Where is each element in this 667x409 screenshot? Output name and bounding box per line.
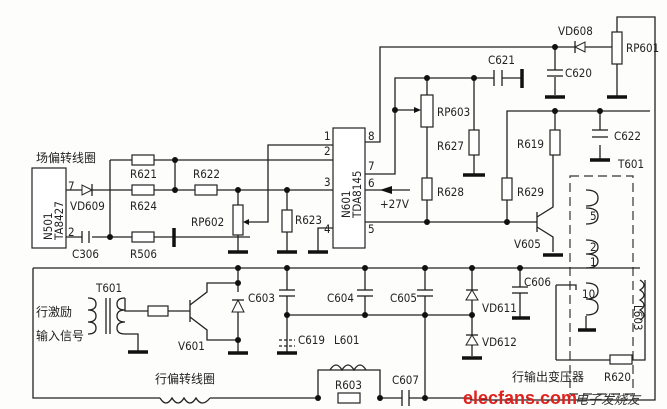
label-r506: R506 xyxy=(130,247,157,261)
resistor-r603 xyxy=(337,392,361,404)
diode-vd611 xyxy=(465,289,479,301)
watermark-brand: elecfans.com xyxy=(463,388,577,408)
inductor-l603 xyxy=(638,279,645,321)
transformer-windings xyxy=(585,189,599,316)
drive-input-label-2: 输入信号 xyxy=(36,328,84,343)
label-c606: C606 xyxy=(524,275,551,289)
label-c603: C603 xyxy=(248,291,275,305)
winding-pin: 2 xyxy=(590,240,597,254)
label-c607: C607 xyxy=(392,373,419,387)
resistor-r622 xyxy=(194,184,218,196)
pin-label: 8 xyxy=(368,129,375,143)
transistor-v605 xyxy=(536,155,554,252)
label-l603: L603 xyxy=(631,305,645,331)
ic-n501 xyxy=(31,167,67,249)
winding-pin: 10 xyxy=(582,287,595,301)
label-c620: C620 xyxy=(565,66,592,80)
pin-label: 6 xyxy=(368,176,375,190)
resistor-r628 xyxy=(421,177,433,201)
resistor-r623 xyxy=(281,209,293,233)
label-r620: R620 xyxy=(604,370,631,384)
potentiometer-rp603 xyxy=(420,94,434,128)
label-r623: R623 xyxy=(295,213,322,227)
label-rp602: RP602 xyxy=(191,215,224,229)
label-vd609: VD609 xyxy=(70,199,105,213)
label-t601-out: T601 xyxy=(617,157,644,171)
diode-vd609 xyxy=(81,184,94,196)
label-c619: C619 xyxy=(298,333,325,347)
label-r624: R624 xyxy=(130,199,157,213)
watermark-tagline: 电子发烧友 xyxy=(575,393,642,408)
label-t601-in: T601 xyxy=(95,281,122,295)
diode-vd612 xyxy=(465,334,479,346)
pin-label: 7 xyxy=(68,179,75,193)
inductor-l601 xyxy=(317,364,381,398)
pin-label: 3 xyxy=(324,175,331,189)
pin-label: 5 xyxy=(368,222,375,236)
flyback-label: 行输出变压器 xyxy=(512,369,584,384)
pin-label: 4 xyxy=(324,222,331,236)
resistor-r624 xyxy=(131,184,155,196)
label-rp601: RP601 xyxy=(626,41,659,55)
winding-pin: 5 xyxy=(590,209,597,223)
resistor-r619 xyxy=(549,129,561,156)
horizontal-coil-label: 行偏转线圈 xyxy=(155,371,215,386)
pin-label: 7 xyxy=(368,159,375,173)
pin-label: 2 xyxy=(324,144,331,158)
label-r621: R621 xyxy=(130,167,157,181)
label-v601: V601 xyxy=(178,339,205,353)
label-r628: R628 xyxy=(437,185,464,199)
potentiometer-rp601 xyxy=(611,31,623,65)
n601-part: TDA8145 xyxy=(350,171,364,219)
label-r622: R622 xyxy=(193,167,220,181)
resistor-r627 xyxy=(468,129,480,156)
ic-n601 xyxy=(332,127,366,249)
n501-part: TA8427 xyxy=(52,201,66,241)
label-vd608: VD608 xyxy=(558,24,593,38)
potentiometer-rp602 xyxy=(232,204,244,236)
label-r629: R629 xyxy=(517,185,544,199)
damper-diode xyxy=(231,298,245,313)
label-l601: L601 xyxy=(334,333,360,347)
pin-label: 2 xyxy=(68,225,75,239)
transistor-v601 xyxy=(168,282,238,341)
label-r627: R627 xyxy=(437,139,464,153)
label-c621: C621 xyxy=(488,53,515,67)
label-c622: C622 xyxy=(614,129,641,143)
label-vd611: VD611 xyxy=(482,301,517,315)
label-r603: R603 xyxy=(335,378,362,392)
label-vd612: VD612 xyxy=(482,335,517,349)
label-c605: C605 xyxy=(390,291,417,305)
label-r619: R619 xyxy=(517,137,544,151)
label-c604: C604 xyxy=(327,291,354,305)
resistor-input xyxy=(147,305,169,317)
supply-label: +27V xyxy=(380,197,409,211)
winding-pin: 1 xyxy=(590,255,597,269)
n501-ref: N501 xyxy=(41,213,55,240)
drive-transformer-t601 xyxy=(87,297,148,352)
resistor-r620 xyxy=(609,354,633,365)
resistor-r621 xyxy=(131,154,155,166)
resistor-r506 xyxy=(131,231,155,243)
drive-input-label: 行激励 xyxy=(36,305,72,319)
label-rp603: RP603 xyxy=(437,105,470,119)
resistor-r629 xyxy=(501,177,513,201)
horizontal-deflection-coil xyxy=(159,396,211,404)
diode-vd608 xyxy=(573,41,586,53)
n601-ref: N601 xyxy=(339,191,353,218)
label-c306: C306 xyxy=(72,247,99,261)
pin-label: 1 xyxy=(324,129,331,143)
vertical-coil-label: 场偏转线圈 xyxy=(36,150,96,165)
label-v605: V605 xyxy=(514,237,541,251)
